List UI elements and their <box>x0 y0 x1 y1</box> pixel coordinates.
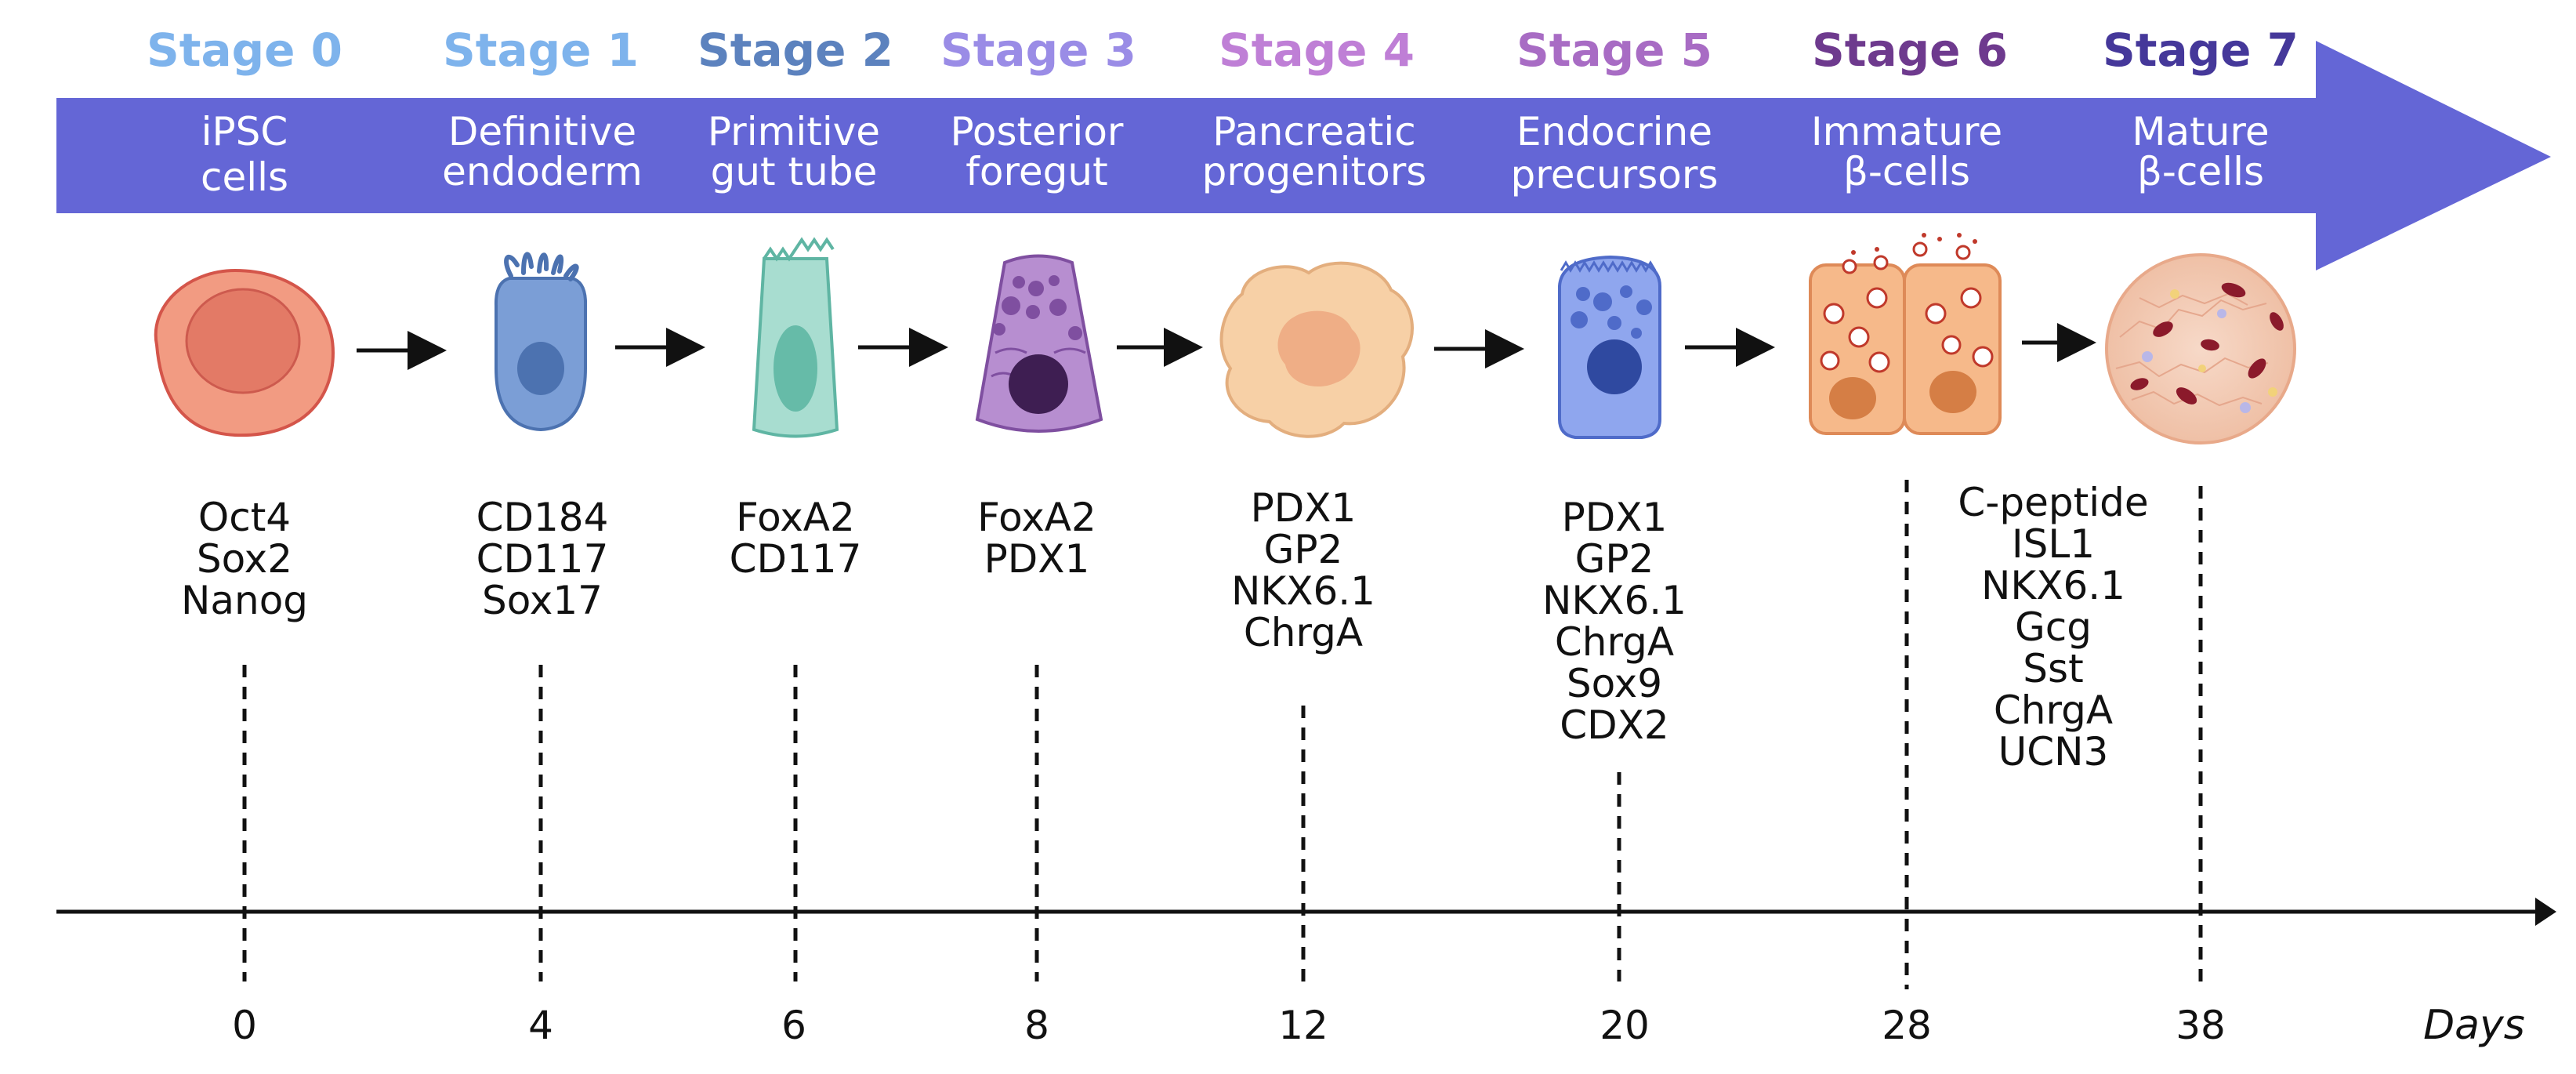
day-label: 20 <box>1600 1003 1650 1048</box>
marker-text: C-peptide <box>1958 480 2148 525</box>
stage-banner-arrow <box>56 41 2551 270</box>
stage-desc-line: gut tube <box>711 149 878 194</box>
marker-text: Sox17 <box>482 578 603 623</box>
ipsc-cell-icon <box>154 268 335 437</box>
endocrine-precursor-cell-icon <box>1558 255 1661 439</box>
day-label: 4 <box>528 1003 553 1048</box>
marker-text: Sox2 <box>197 536 292 582</box>
mature-islet-icon <box>2105 253 2296 444</box>
time-axis-arrowhead <box>2535 898 2556 926</box>
marker-text: GP2 <box>1575 536 1654 582</box>
stage-desc-line: β-cells <box>1843 149 1970 194</box>
day-label: 38 <box>2176 1003 2226 1048</box>
marker-text: ChrgA <box>1555 619 1674 665</box>
stage-title: Stage 2 <box>697 24 893 77</box>
stage-title: Stage 4 <box>1219 24 1415 77</box>
gut-tube-cell-icon <box>752 237 839 438</box>
marker-text: ChrgA <box>1994 688 2113 733</box>
stage-desc-line: Immature <box>1811 109 2002 154</box>
stage-title: Stage 7 <box>2103 24 2299 77</box>
day-label: 0 <box>232 1003 257 1048</box>
marker-text: CDX2 <box>1560 702 1668 748</box>
stage-descriptions: iPSC cells Definitive endoderm Primitive… <box>201 109 2270 200</box>
stage-desc-line: Endocrine <box>1516 109 1712 154</box>
marker-text: NKX6.1 <box>1981 563 2125 608</box>
stage-title: Stage 0 <box>147 24 342 77</box>
marker-text: ISL1 <box>2012 521 2095 567</box>
progression-arrows <box>357 323 2096 370</box>
stage-desc-line: Primitive <box>708 109 880 154</box>
pancreatic-progenitor-cell-icon <box>1219 261 1414 438</box>
stage-desc-line: cells <box>201 154 288 200</box>
days-axis-label: Days <box>2423 1002 2525 1049</box>
stage-title: Stage 5 <box>1516 24 1712 77</box>
stage-title: Stage 6 <box>1812 24 2008 77</box>
immature-beta-cells-icon <box>1809 233 2002 435</box>
marker-text: Gcg <box>2015 604 2092 650</box>
marker-text: PDX1 <box>1251 485 1357 531</box>
stage-desc-line: Mature <box>2132 109 2269 154</box>
day-label: 12 <box>1278 1003 1328 1048</box>
stage-desc-line: Pancreatic <box>1212 109 1416 154</box>
stage-desc-line: Posterior <box>951 109 1124 154</box>
foregut-cell-icon <box>975 254 1103 433</box>
marker-text: CD117 <box>476 536 609 582</box>
dashed-guides <box>242 480 2203 989</box>
stage-desc-line: endoderm <box>442 149 643 194</box>
marker-text: UCN3 <box>1998 729 2109 775</box>
stage-desc-line: iPSC <box>201 109 288 154</box>
marker-lists: Oct4 Sox2 Nanog CD184 CD117 Sox17 FoxA2 … <box>181 480 2149 775</box>
marker-text: CD184 <box>476 495 609 540</box>
day-label: 6 <box>781 1003 806 1048</box>
day-label: 28 <box>1882 1003 1932 1048</box>
stage-desc-line: β-cells <box>2137 149 2264 194</box>
day-label: 8 <box>1024 1003 1049 1048</box>
marker-text: GP2 <box>1264 527 1343 572</box>
day-labels: 0 4 6 8 12 20 28 38 Days <box>232 1002 2525 1049</box>
marker-text: Sst <box>2023 646 2083 691</box>
marker-text: NKX6.1 <box>1542 578 1687 623</box>
marker-text: PDX1 <box>1562 495 1668 540</box>
stage-desc-line: Definitive <box>448 109 636 154</box>
marker-text: PDX1 <box>984 536 1090 582</box>
stage-title: Stage 3 <box>940 24 1136 77</box>
marker-text: ChrgA <box>1244 610 1363 655</box>
stage-desc-line: progenitors <box>1202 149 1427 194</box>
endoderm-cell-icon <box>494 252 588 432</box>
stage-desc-line: precursors <box>1511 152 1719 198</box>
marker-text: CD117 <box>730 536 862 582</box>
stage-desc-line: foregut <box>966 149 1107 194</box>
marker-text: Nanog <box>181 578 308 623</box>
marker-text: NKX6.1 <box>1231 568 1375 614</box>
stage-titles: Stage 0 Stage 1 Stage 2 Stage 3 Stage 4 … <box>147 24 2299 77</box>
marker-text: Sox9 <box>1567 661 1662 706</box>
marker-text: Oct4 <box>198 495 291 540</box>
marker-text: FoxA2 <box>977 495 1096 540</box>
marker-text: FoxA2 <box>736 495 855 540</box>
stage-title: Stage 1 <box>443 24 639 77</box>
